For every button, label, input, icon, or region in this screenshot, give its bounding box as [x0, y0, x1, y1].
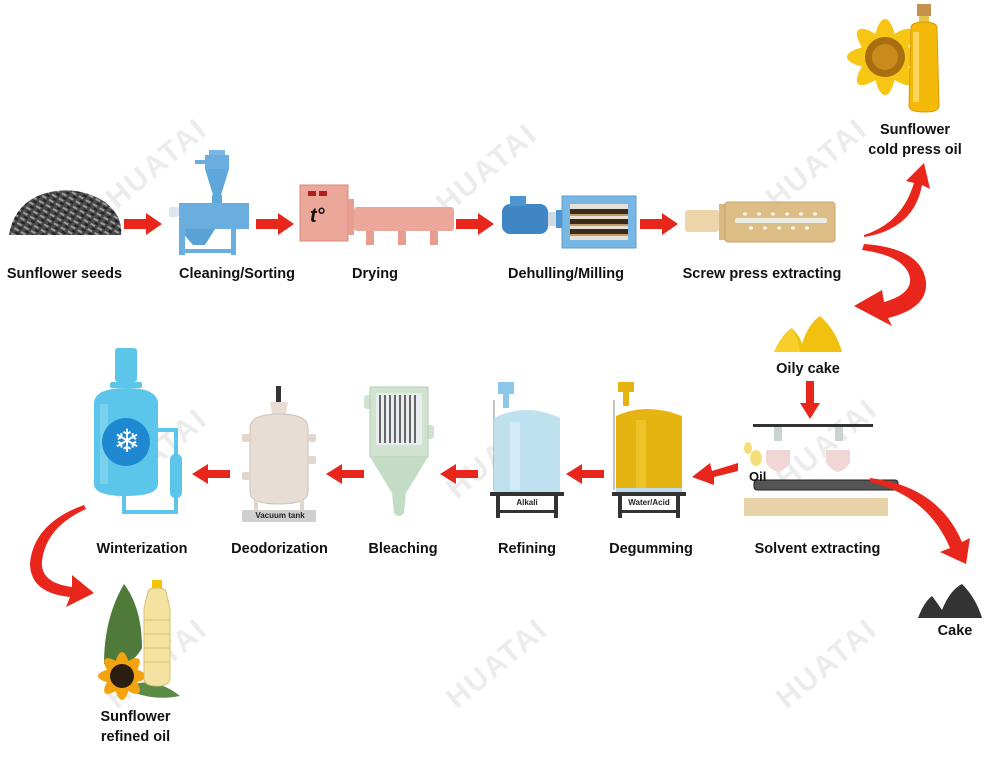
step-label-dehulling: Dehulling/Milling — [508, 266, 624, 282]
refined-oil-label-line2: refined oil — [100, 729, 171, 745]
dryer-temp-text: t° — [310, 205, 325, 227]
arrow-right-icon — [456, 213, 494, 235]
watermark: HUATAI — [440, 612, 554, 716]
arrow-left-icon — [566, 464, 604, 484]
arrow-left-icon — [326, 464, 364, 484]
step-label-solvent: Solvent extracting — [754, 541, 881, 557]
step-label-degumming: Degumming — [609, 541, 693, 557]
cold-press-oil-label-line2: cold press oil — [868, 142, 962, 158]
degumming-tank-text: Water/Acid — [628, 498, 670, 507]
curved-arrow-refined-icon — [30, 505, 94, 607]
solvent-extractor-icon — [744, 424, 899, 516]
step-label-cleaning: Cleaning/Sorting — [179, 266, 295, 282]
refined-oil-icon — [98, 580, 180, 700]
step-label-refining: Refining — [498, 541, 556, 557]
bleaching-tank-icon — [364, 386, 434, 516]
arrow-left-icon — [192, 464, 230, 484]
curved-arrow-down-icon — [854, 244, 927, 326]
oil-label: Oil — [749, 469, 767, 484]
degumming-tank-icon — [612, 382, 686, 518]
watermark: HUATAI — [770, 612, 884, 716]
step-label-screw-press: Screw press extracting — [682, 266, 842, 282]
arrow-left-icon — [440, 464, 478, 484]
cold-press-oil-icon — [847, 4, 940, 113]
oily-cake-icon — [774, 316, 842, 352]
oily-cake-label: Oily cake — [776, 361, 840, 377]
arrow-right-icon — [256, 213, 294, 235]
curved-arrow-cake-icon — [870, 478, 970, 564]
step-label-winterization: Winterization — [96, 541, 188, 557]
deodorizer-tank-icon — [242, 386, 316, 522]
arrow-right-icon — [124, 213, 162, 235]
snowflake-icon: ❄ — [113, 423, 141, 459]
dehulling-mill-icon — [502, 195, 637, 249]
curved-arrow-up-icon — [864, 163, 930, 237]
refining-tank-text: Alkali — [516, 498, 538, 507]
step-label-deodorization: Deodorization — [231, 541, 328, 557]
winterization-tank-icon — [94, 348, 182, 514]
refined-oil-label-line1: Sunflower — [100, 709, 171, 725]
arrow-down-icon — [800, 381, 820, 419]
dryer-icon — [299, 184, 454, 245]
deodorizer-tank-text: Vacuum tank — [255, 511, 305, 520]
step-label-seeds: Sunflower seeds — [6, 266, 123, 282]
arrow-left-icon — [692, 463, 738, 485]
refining-tank-icon — [490, 382, 564, 518]
step-label-drying: Drying — [352, 266, 398, 282]
cold-press-oil-label-line1: Sunflower — [879, 122, 951, 138]
arrow-right-icon — [640, 213, 678, 235]
sunflower-seeds-icon — [9, 190, 122, 235]
cake-label: Cake — [937, 623, 973, 639]
step-label-bleaching: Bleaching — [368, 541, 438, 557]
cleaning-machine-icon — [169, 150, 249, 255]
screw-press-icon — [685, 201, 836, 243]
cake-icon — [918, 584, 982, 618]
